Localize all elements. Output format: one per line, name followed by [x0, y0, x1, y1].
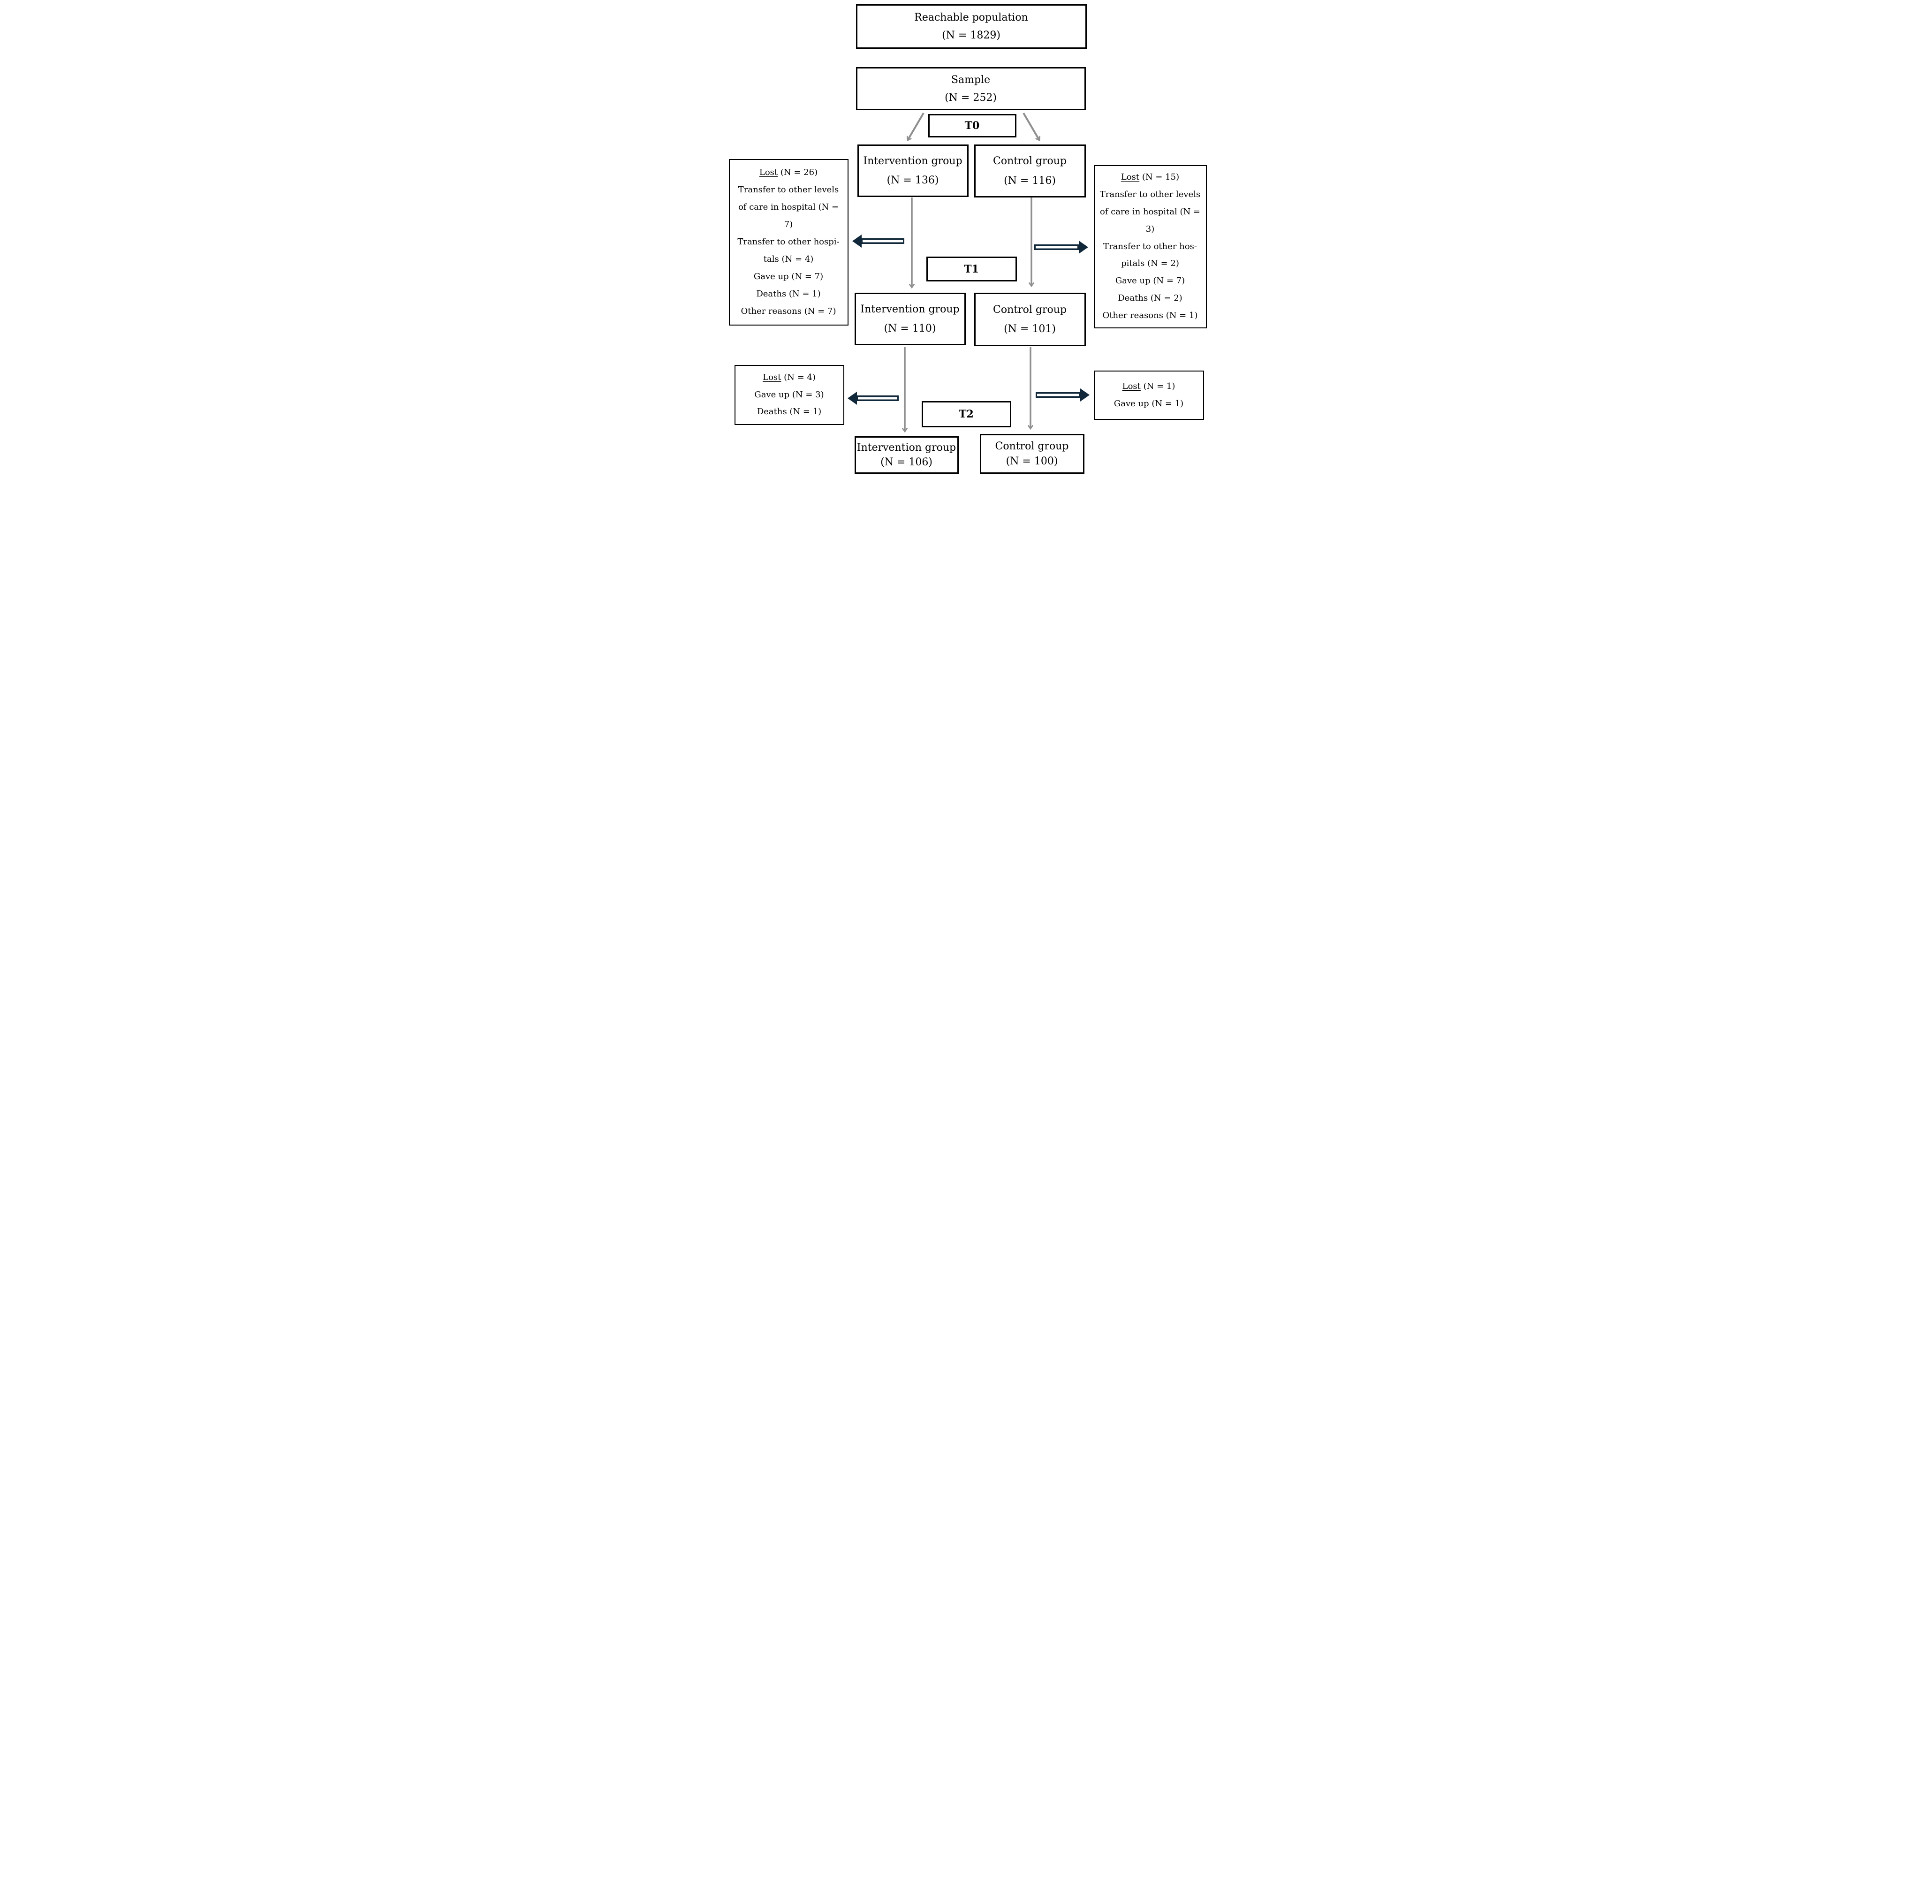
- arrow-sample-to-intervention-t0: [908, 112, 924, 140]
- lost-intervention-t2-title: Lost (N = 4): [763, 369, 816, 387]
- lost-title-n: (N = 4): [781, 372, 816, 382]
- sample-n: (N = 252): [945, 91, 997, 104]
- timepoint-t2-label: T2: [959, 408, 974, 420]
- lost-title-underlined: Lost: [759, 167, 778, 178]
- intervention-t0-n: (N = 136): [886, 174, 939, 186]
- intervention-t1-label: Intervention group: [860, 303, 960, 315]
- lost-reason: Gave up (N = 7): [753, 271, 824, 281]
- arrow-to-lost-intervention-t2: [847, 392, 899, 405]
- lost-control-t2-box: Lost (N = 1) Gave up (N = 1): [1093, 371, 1204, 420]
- control-group-t0-box: Control group (N = 116): [974, 144, 1086, 197]
- intervention-t2-label: Intervention group: [856, 442, 956, 454]
- arrow-to-lost-intervention-t1: [852, 235, 904, 248]
- lost-reason: Transfer to other levels of care in hosp…: [1099, 189, 1201, 234]
- timepoint-t2-box: T2: [921, 401, 1011, 427]
- control-t0-n: (N = 116): [1004, 174, 1056, 187]
- control-t1-n: (N = 101): [1004, 323, 1056, 335]
- lost-control-t1-title: Lost (N = 15): [1121, 169, 1179, 186]
- lost-title-n: (N = 26): [778, 167, 818, 178]
- control-t1-label: Control group: [993, 303, 1067, 316]
- lost-control-t1-box: Lost (N = 15) Transfer to other levels o…: [1093, 165, 1207, 328]
- intervention-group-t2-box: Intervention group (N = 106): [854, 436, 959, 474]
- lost-intervention-t2-box: Lost (N = 4) Gave up (N = 3) Deaths (N =…: [734, 365, 844, 425]
- lost-intervention-t1-title: Lost (N = 26): [759, 164, 818, 182]
- lost-reason: Gave up (N = 7): [1115, 276, 1185, 286]
- lost-title-n: (N = 1): [1140, 381, 1175, 391]
- control-group-t1-box: Control group (N = 101): [974, 293, 1086, 346]
- arrow-to-lost-control-t2: [1035, 388, 1090, 402]
- lost-reason: Other reasons (N = 1): [1102, 311, 1198, 321]
- intervention-group-t1-box: Intervention group (N = 110): [854, 293, 966, 345]
- control-t2-n: (N = 100): [1006, 455, 1058, 467]
- lost-reason: Deaths (N = 2): [1118, 293, 1182, 303]
- intervention-group-t0-box: Intervention group (N = 136): [857, 144, 969, 197]
- reachable-population-box: Reachable population (N = 1829): [856, 4, 1087, 49]
- arrow-sample-to-control-t0: [1022, 112, 1039, 140]
- lost-control-t2-title: Lost (N = 1): [1122, 378, 1175, 395]
- study-flow-diagram: Reachable population (N = 1829) Sample (…: [724, 0, 1208, 476]
- lost-reason: Deaths (N = 1): [756, 288, 821, 299]
- reachable-population-n: (N = 1829): [942, 30, 1000, 41]
- control-group-t2-box: Control group (N = 100): [979, 434, 1084, 474]
- lost-reason: Transfer to other hospi­tals (N = 4): [737, 237, 840, 264]
- control-t2-label: Control group: [995, 440, 1069, 452]
- timepoint-t1-label: T1: [964, 263, 979, 275]
- timepoint-t0-box: T0: [928, 114, 1016, 137]
- lost-intervention-t1-box: Lost (N = 26) Transfer to other levels o…: [728, 159, 849, 326]
- lost-title-underlined: Lost: [1122, 381, 1141, 391]
- lost-reason: Transfer to other levels of care in hosp…: [738, 185, 839, 230]
- lost-reason: Other reasons (N = 7): [741, 306, 836, 316]
- intervention-t2-n: (N = 106): [880, 456, 932, 468]
- timepoint-t1-box: T1: [926, 257, 1017, 281]
- intervention-t0-label: Intervention group: [863, 155, 962, 167]
- lost-reason: Deaths (N = 1): [757, 407, 822, 417]
- lost-title-underlined: Lost: [763, 372, 781, 382]
- control-t0-label: Control group: [993, 155, 1067, 167]
- arrow-to-lost-control-t1: [1034, 241, 1088, 254]
- reachable-population-label: Reachable population: [914, 12, 1028, 23]
- lost-reason: Gave up (N = 1): [1114, 398, 1184, 409]
- sample-label: Sample: [951, 74, 991, 86]
- sample-box: Sample (N = 252): [856, 67, 1086, 110]
- timepoint-t0-label: T0: [964, 120, 980, 132]
- lost-reason: Transfer to other hos­pitals (N = 2): [1103, 241, 1197, 269]
- lost-title-n: (N = 15): [1139, 172, 1180, 182]
- intervention-t1-n: (N = 110): [884, 323, 936, 334]
- lost-title-underlined: Lost: [1121, 172, 1140, 182]
- lost-reason: Gave up (N = 3): [754, 389, 824, 400]
